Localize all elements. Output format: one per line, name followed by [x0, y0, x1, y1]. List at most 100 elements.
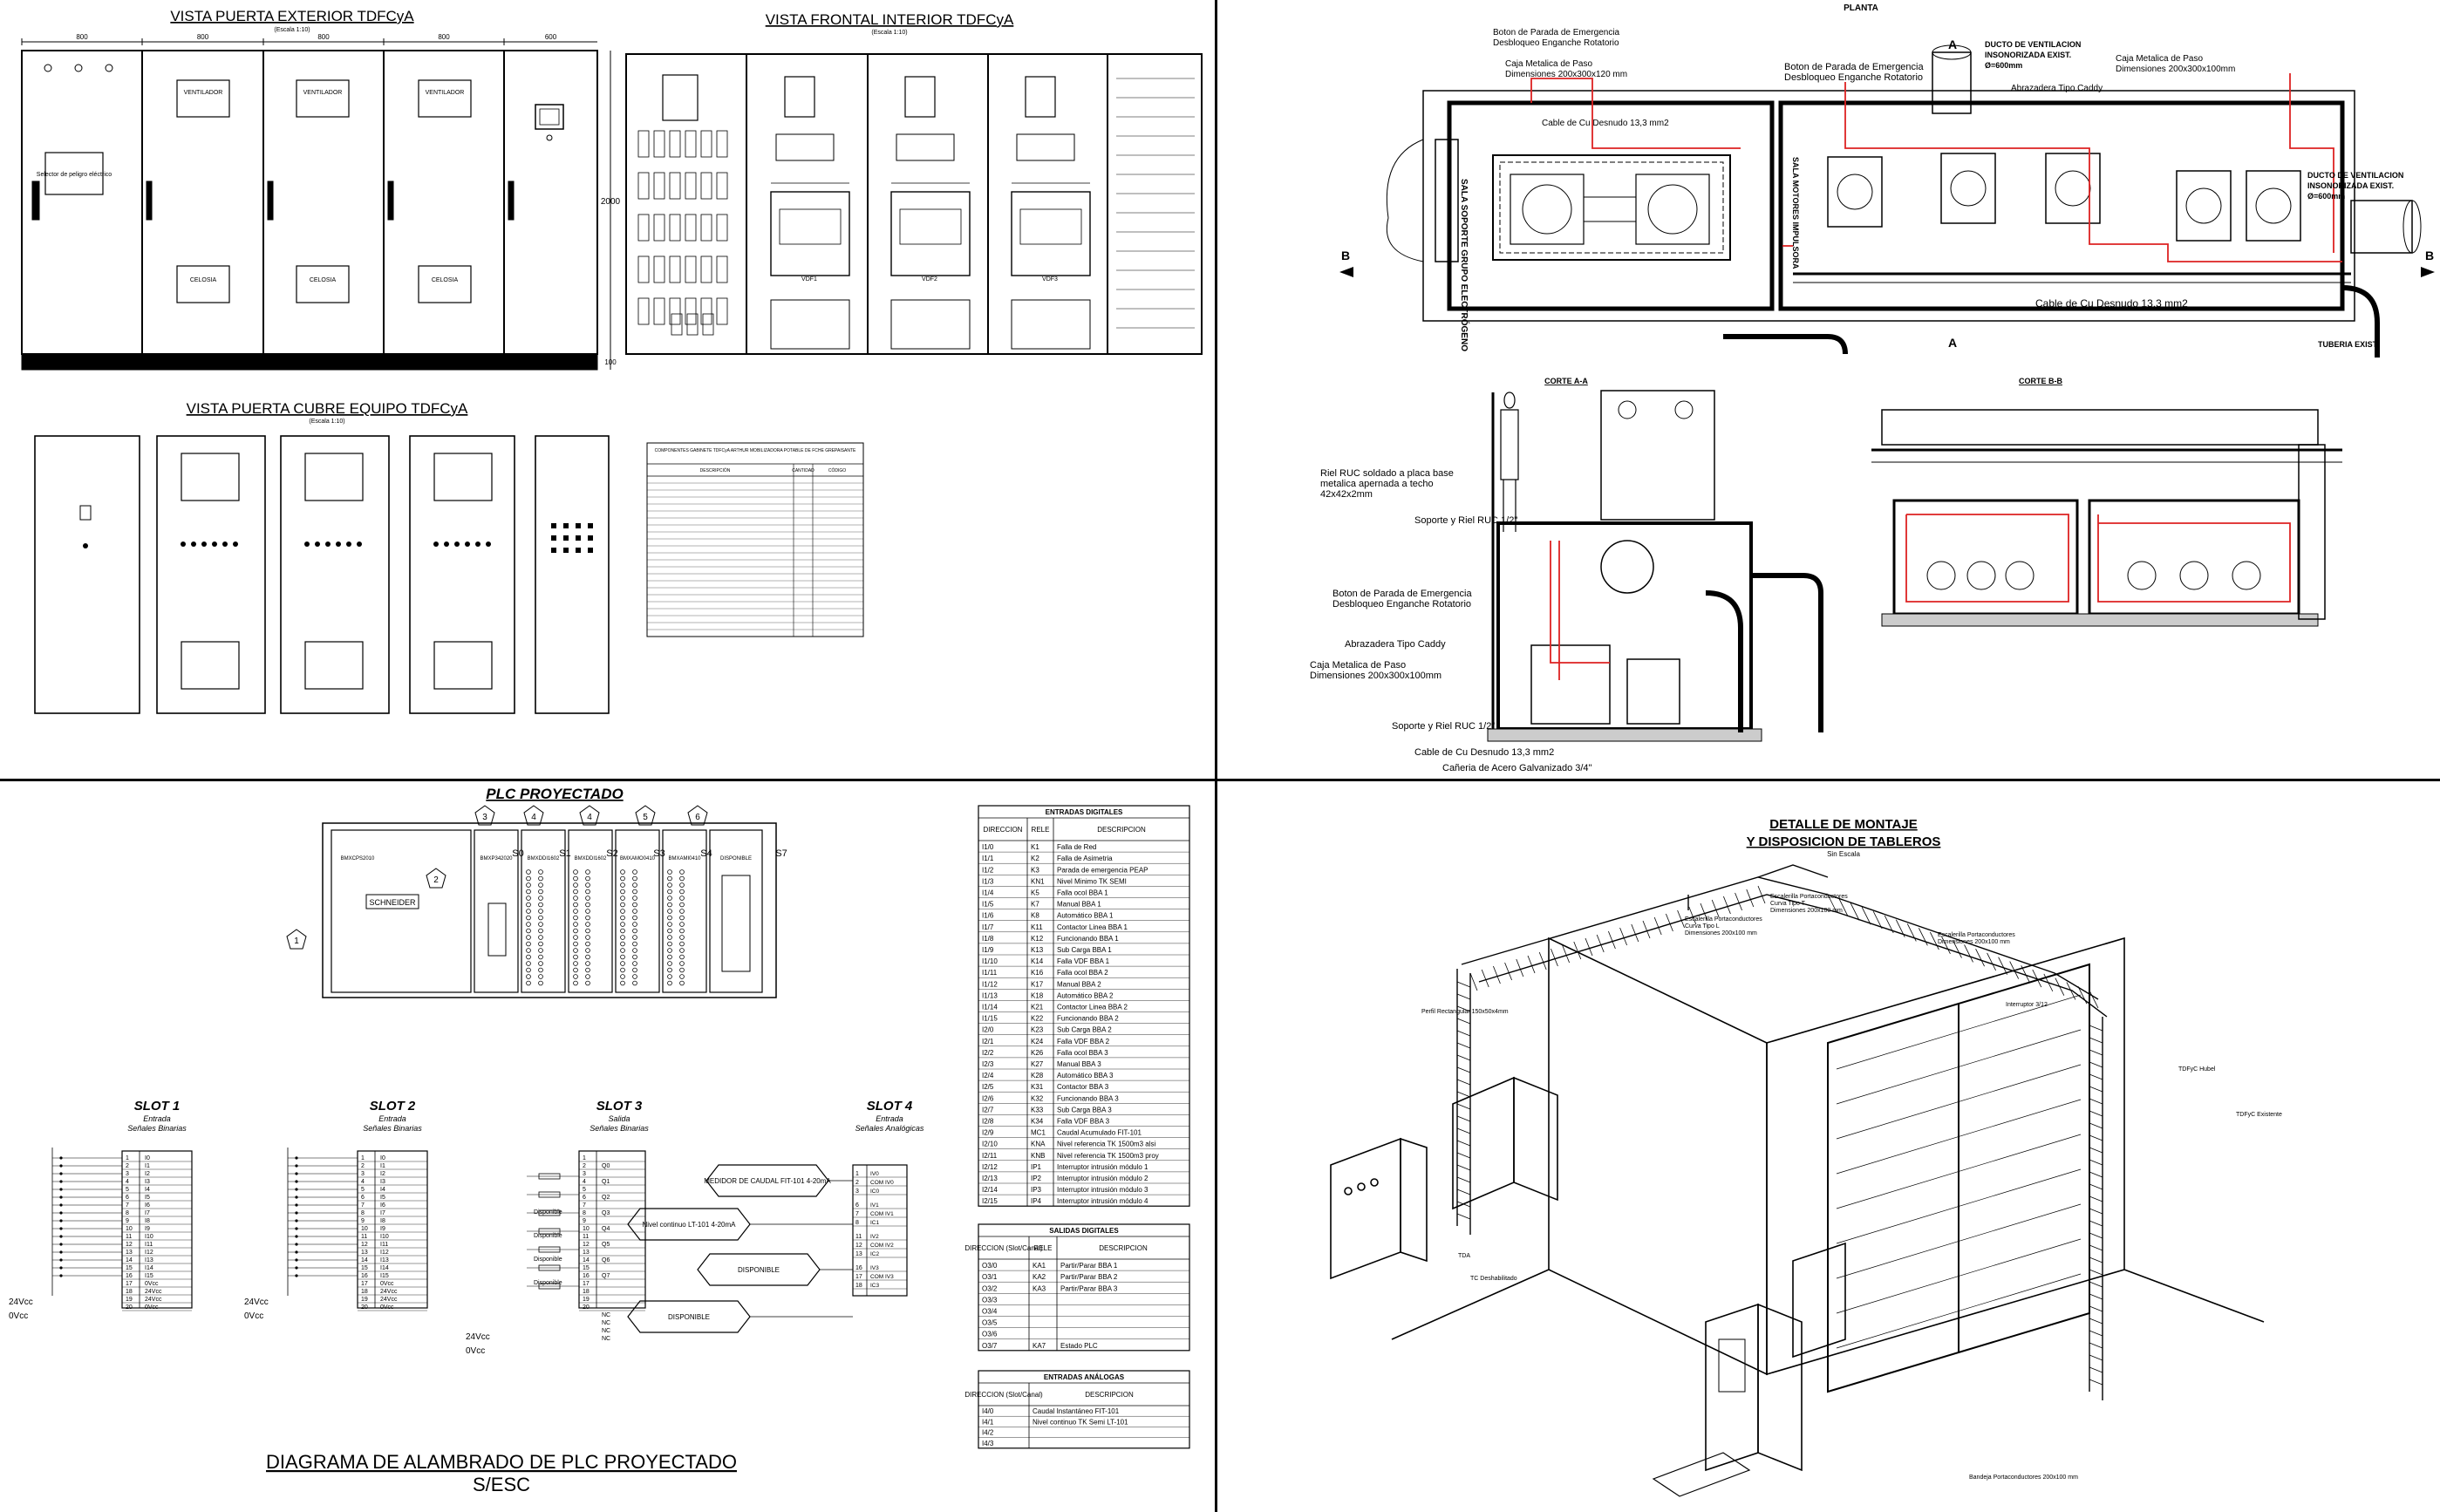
slot-input-13: I13 — [380, 1257, 389, 1263]
slot4-pin-num: 8 — [855, 1220, 859, 1226]
entradas_digitales-cell: K31 — [1031, 1083, 1044, 1091]
salidas_digitales-cell: O3/5 — [982, 1319, 998, 1327]
entradas_digitales-cell: Falla ocol BBA 1 — [1057, 889, 1108, 897]
slot3-vcc-24: 24Vcc — [466, 1332, 490, 1342]
frontal-view-scale: (Escala 1:10) — [871, 30, 907, 36]
slot3-pin-num: 15 — [583, 1265, 590, 1271]
celosia-label-1: CELOSIA — [190, 277, 217, 283]
corte-a-note-0: Riel RUC soldado a placa base — [1320, 468, 1454, 479]
entradas_digitales-cell: I2/10 — [982, 1141, 998, 1148]
entradas_digitales-cell: I1/15 — [982, 1015, 998, 1023]
plan-note-6: Desbloqueo Enganche Rotatorio — [1784, 72, 1923, 83]
slot-pin-num: 14 — [126, 1257, 133, 1263]
slot-input-10: I10 — [380, 1234, 389, 1240]
entradas_digitales-cell: I2/9 — [982, 1129, 994, 1137]
vertical-divider — [1215, 0, 1217, 1512]
entradas_digitales-cell: Funcionando BBA 1 — [1057, 935, 1119, 943]
cover-view-scale: (Escala 1:10) — [309, 419, 344, 425]
slot-pin-num: 12 — [126, 1242, 133, 1248]
slot3-pin-num: 20 — [583, 1304, 590, 1311]
slot-pin-num: 3 — [126, 1171, 129, 1177]
slot3-output-4: Q4 — [602, 1226, 610, 1232]
entradas_digitales-cell: Falla de Asimetria — [1057, 855, 1113, 862]
slot-pin-num: 13 — [361, 1250, 368, 1256]
vdf-label-2: VDF3 — [1042, 276, 1058, 283]
entradas_analogas-cell: I4/2 — [982, 1429, 994, 1437]
analog-pin-3: IV1 — [870, 1202, 879, 1209]
entradas_digitales-cell: K21 — [1031, 1004, 1044, 1011]
entradas_digitales-cell: Funcionando BBA 2 — [1057, 1015, 1119, 1023]
interior-frame — [625, 53, 1203, 355]
module-label-2: BMXDDI1602 — [528, 856, 560, 862]
slot-pin-num: 14 — [361, 1257, 368, 1263]
slot-input-4: I4 — [380, 1187, 385, 1193]
slot-pin-num: 6 — [361, 1195, 365, 1201]
section-mark-a-bottom: A — [1948, 336, 1957, 350]
entradas_digitales-cell: I2/11 — [982, 1152, 998, 1160]
entradas_digitales-cell: I1/14 — [982, 1004, 998, 1011]
callout-1: 2 — [433, 875, 439, 885]
mount-note-3: Escalerilla Portaconductores — [1685, 916, 1762, 923]
entradas_digitales-cell: KNB — [1031, 1152, 1045, 1160]
slot-input-17: 24Vcc — [380, 1289, 398, 1295]
height-dim-text: 2000 — [601, 197, 621, 207]
entradas_digitales-cell: K3 — [1031, 866, 1039, 874]
horizontal-divider — [0, 779, 2440, 781]
entradas_digitales-cell: K1 — [1031, 843, 1039, 851]
components-header-code: CÓDIGO — [828, 467, 846, 473]
entradas_digitales-cell: I1/9 — [982, 946, 994, 954]
corte-a-note-4: Boton de Parada de Emergencia — [1332, 589, 1472, 599]
slot-pin-num: 7 — [361, 1202, 365, 1209]
slot3-pin-num: 14 — [583, 1257, 590, 1263]
slot-input-2: I2 — [380, 1171, 385, 1177]
mount-note-6: Escalerilla Portaconductores — [1938, 932, 2015, 938]
mount-note-13: TC Deshabilitado — [1470, 1276, 1517, 1282]
slot-input-11: I11 — [380, 1242, 388, 1248]
entradas_digitales-cell: K7 — [1031, 901, 1039, 909]
slot-pin-num: 18 — [126, 1289, 133, 1295]
mount-note-10: TDFyC Hubel — [2178, 1066, 2216, 1073]
entradas_digitales-cell: Interruptor intrusión módulo 2 — [1057, 1175, 1148, 1182]
slot-input-15: I15 — [380, 1273, 389, 1279]
vdf-label-0: VDF1 — [801, 276, 817, 283]
slot-input-19: 0Vcc — [380, 1304, 394, 1311]
slot-tag-2: S2 — [606, 848, 617, 859]
corte-a-note-5: Desbloqueo Enganche Rotatorio — [1332, 599, 1471, 610]
entradas_digitales-cell: I2/13 — [982, 1175, 998, 1182]
slot3-output-6: Q6 — [602, 1257, 610, 1263]
pump-units — [1723, 44, 2422, 358]
mount-note-7: Dimensiones 200x100 mm — [1938, 939, 2010, 945]
wiring-footer-scale: S/ESC — [473, 1474, 530, 1495]
exterior-view-scale: (Escala 1:10) — [274, 27, 310, 33]
slot-input-5: I5 — [380, 1195, 385, 1201]
slot-pin-num: 19 — [126, 1297, 133, 1303]
slot3-pin-num: 10 — [583, 1226, 590, 1232]
slot-pin-num: 19 — [361, 1297, 368, 1303]
entradas_digitales-cell: Automático BBA 2 — [1057, 991, 1114, 999]
entradas_digitales-cell: I2/5 — [982, 1083, 994, 1091]
plan-note-16: Cable de Cu Desnudo 13,3 mm2 — [2035, 297, 2188, 310]
room-plans-sheet: PLANTA SALA SOPORTE GRUPO ELECTRÓGENO SA… — [1310, 3, 2435, 773]
plan-note-11: Dimensiones 200x300x100mm — [2116, 65, 2235, 74]
entradas_digitales-cell: K24 — [1031, 1038, 1044, 1045]
slot-input-8: I8 — [145, 1218, 150, 1224]
section-mark-b-left: B — [1341, 249, 1350, 262]
mount-note-1: Curva Tipo T — [1770, 901, 1806, 907]
mount-note-12: TDA — [1458, 1253, 1470, 1259]
section-mark-a-top: A — [1948, 37, 1957, 51]
slot4-pin-num: 18 — [855, 1283, 862, 1289]
corte-a-title: CORTE A-A — [1544, 377, 1588, 385]
entradas_analogas-cell: I4/3 — [982, 1440, 994, 1447]
slot-pin-num: 15 — [361, 1265, 368, 1271]
slot-input-6: I6 — [380, 1202, 385, 1209]
entradas_digitales-cell: I2/15 — [982, 1197, 998, 1205]
slot-input-7: I7 — [145, 1210, 150, 1216]
components-table: COMPONENTES GABINETE TDFCyA ARTHUR MOBIL… — [646, 442, 864, 637]
wall-panels — [1330, 1076, 1846, 1497]
salidas_digitales-header-0: DIRECCION (Slot/Canal) — [964, 1244, 1043, 1252]
frontal-view-title: VISTA FRONTAL INTERIOR TDFCyA — [766, 11, 1014, 28]
mount-note-9: Perfil Rectangular 150x50x4mm — [1421, 1009, 1509, 1015]
entradas_digitales-cell: I2/8 — [982, 1118, 994, 1126]
entradas_analogas-cell: Caudal Instantáneo FIT-101 — [1033, 1407, 1120, 1415]
salidas_digitales-cell: O3/3 — [982, 1296, 998, 1304]
